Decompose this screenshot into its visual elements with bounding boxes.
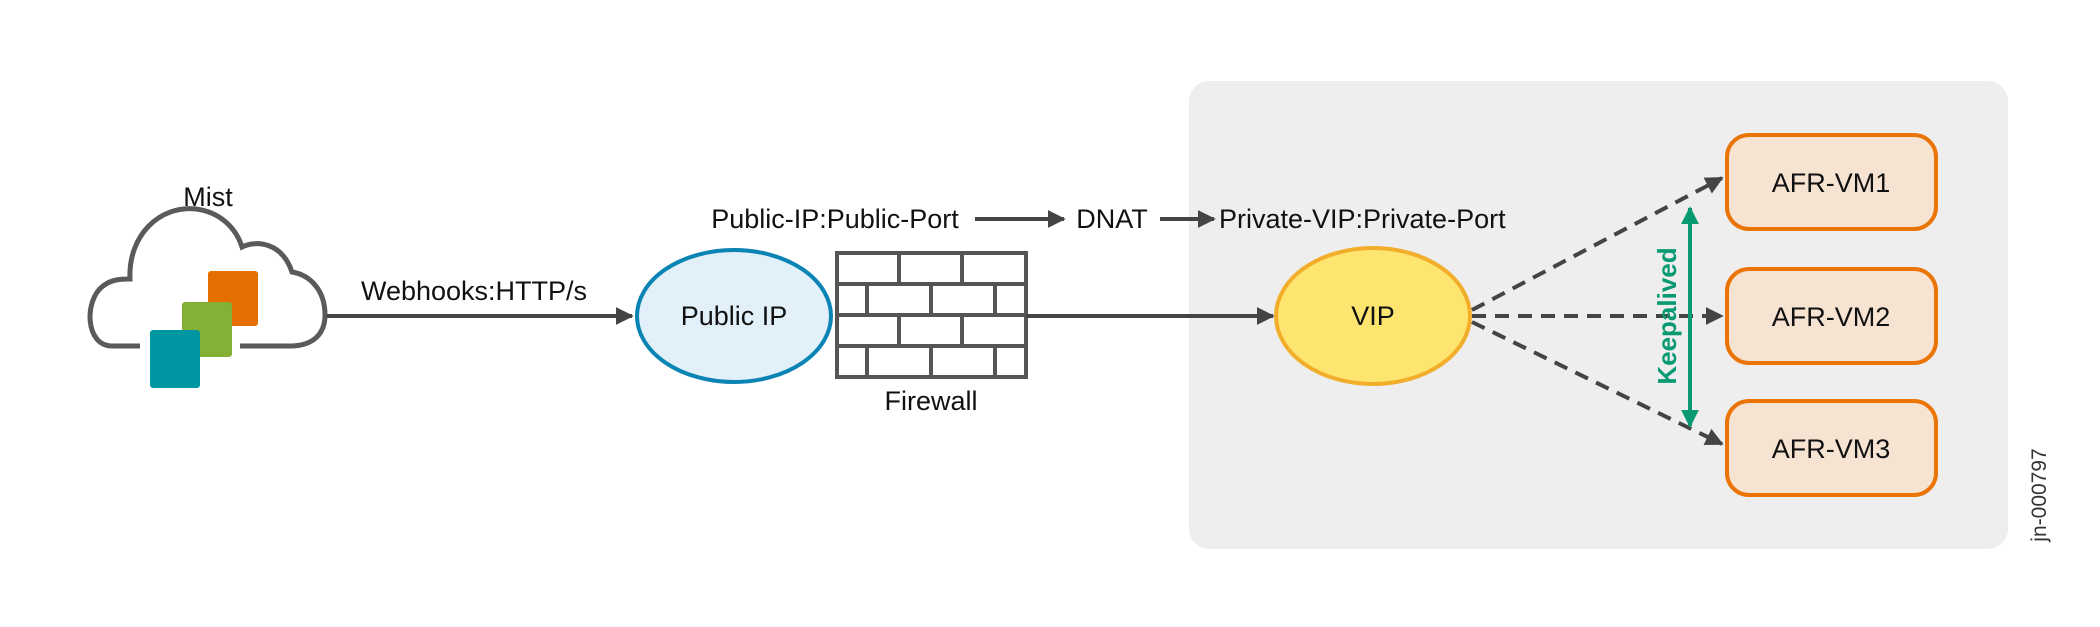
cloud-label: Mist bbox=[183, 182, 233, 212]
nat-to-label: Private-VIP:Private-Port bbox=[1219, 204, 1506, 234]
vip-label: VIP bbox=[1351, 301, 1395, 331]
figure-id: jn-000797 bbox=[2028, 448, 2051, 542]
vm-node: AFR-VM3 bbox=[1725, 399, 1938, 497]
nat-via-label: DNAT bbox=[1076, 204, 1148, 234]
webhook-label: Webhooks:HTTP/s bbox=[361, 276, 587, 306]
mist-cloud-icon bbox=[87, 206, 328, 388]
vip-to-vm3-arrow bbox=[1471, 320, 1724, 446]
nat-from-label: Public-IP:Public-Port bbox=[711, 204, 959, 234]
public-ip-node bbox=[635, 248, 833, 384]
firewall-brick-icon bbox=[835, 251, 1028, 379]
vip-to-vm1-arrow bbox=[1471, 176, 1724, 312]
svg-text:AFR-VM3: AFR-VM3 bbox=[1772, 434, 1891, 464]
vm-node: AFR-VM1 bbox=[1725, 133, 1938, 231]
public-ip-label: Public IP bbox=[681, 301, 788, 331]
keepalived-label: Keepalived bbox=[1652, 247, 1682, 384]
firewall-label: Firewall bbox=[884, 386, 977, 416]
svg-text:AFR-VM2: AFR-VM2 bbox=[1772, 302, 1891, 332]
vip-node bbox=[1274, 246, 1472, 386]
vm-node: AFR-VM2 bbox=[1725, 267, 1938, 365]
svg-text:AFR-VM1: AFR-VM1 bbox=[1772, 168, 1891, 198]
